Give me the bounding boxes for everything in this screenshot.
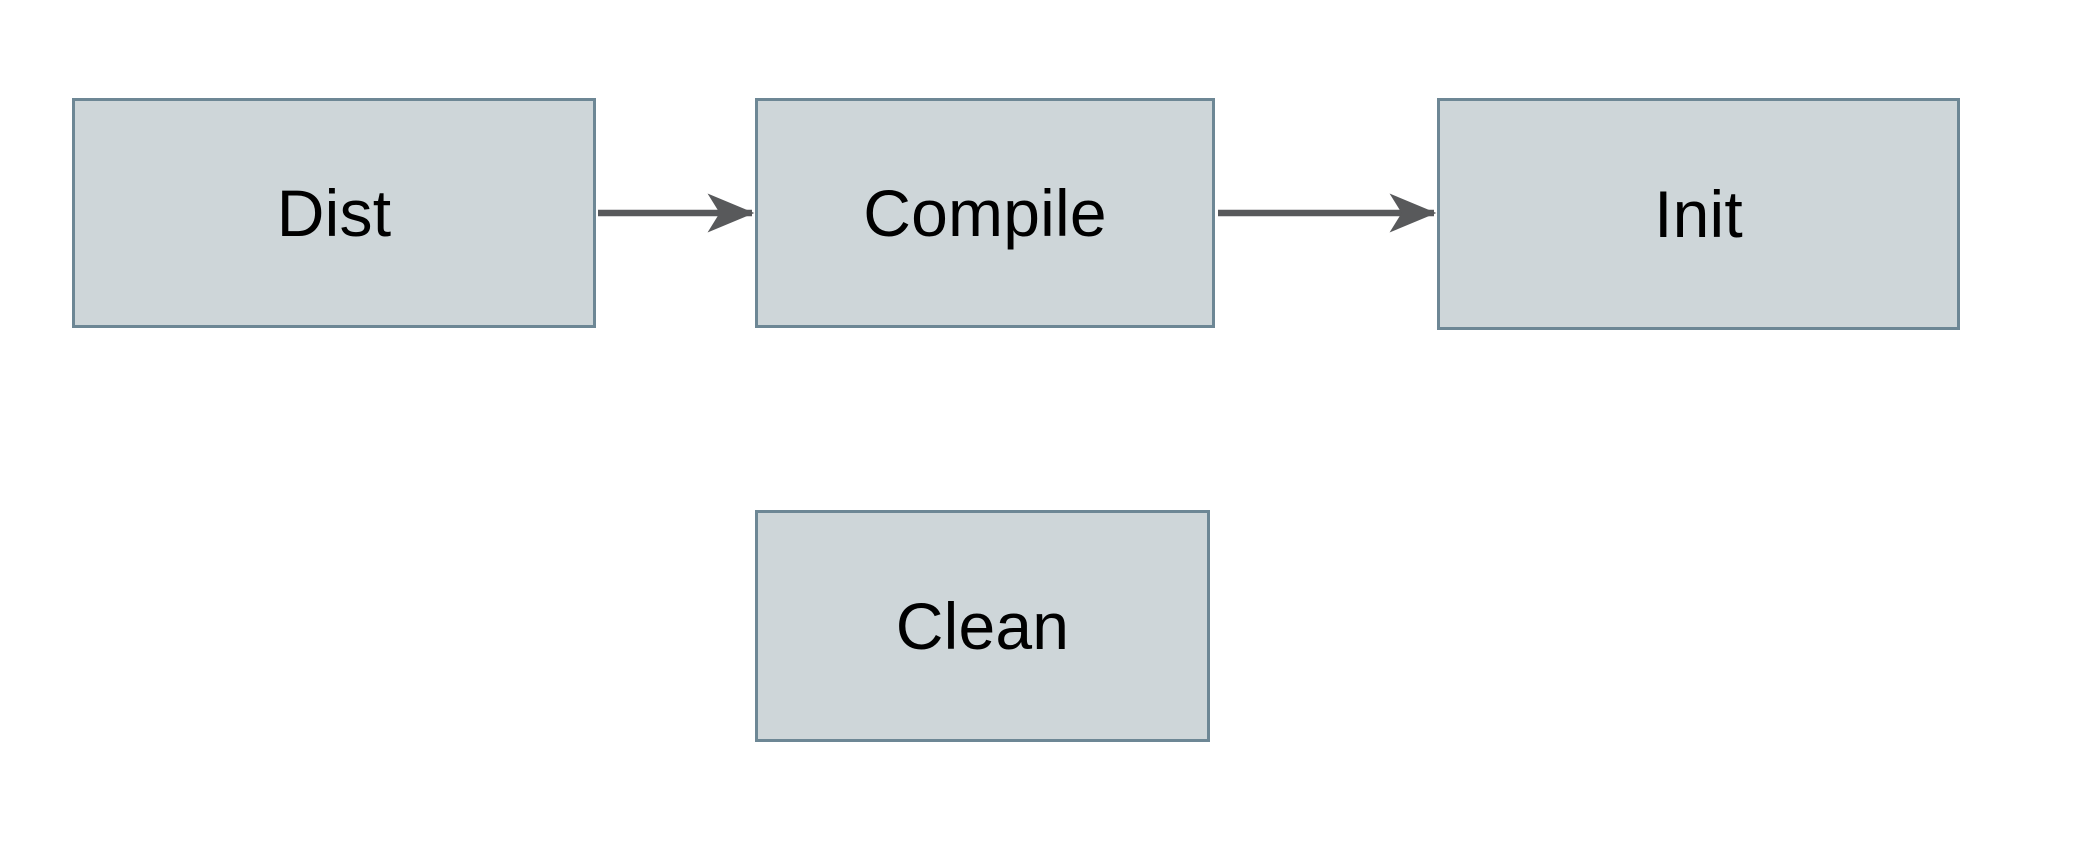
node-clean-label: Clean: [895, 589, 1070, 663]
node-dist[interactable]: Dist: [72, 98, 596, 328]
node-init[interactable]: Init: [1437, 98, 1960, 330]
node-clean[interactable]: Clean: [755, 510, 1210, 742]
node-dist-label: Dist: [276, 176, 392, 250]
node-compile[interactable]: Compile: [755, 98, 1215, 328]
node-init-label: Init: [1654, 177, 1743, 251]
node-compile-label: Compile: [863, 176, 1107, 250]
